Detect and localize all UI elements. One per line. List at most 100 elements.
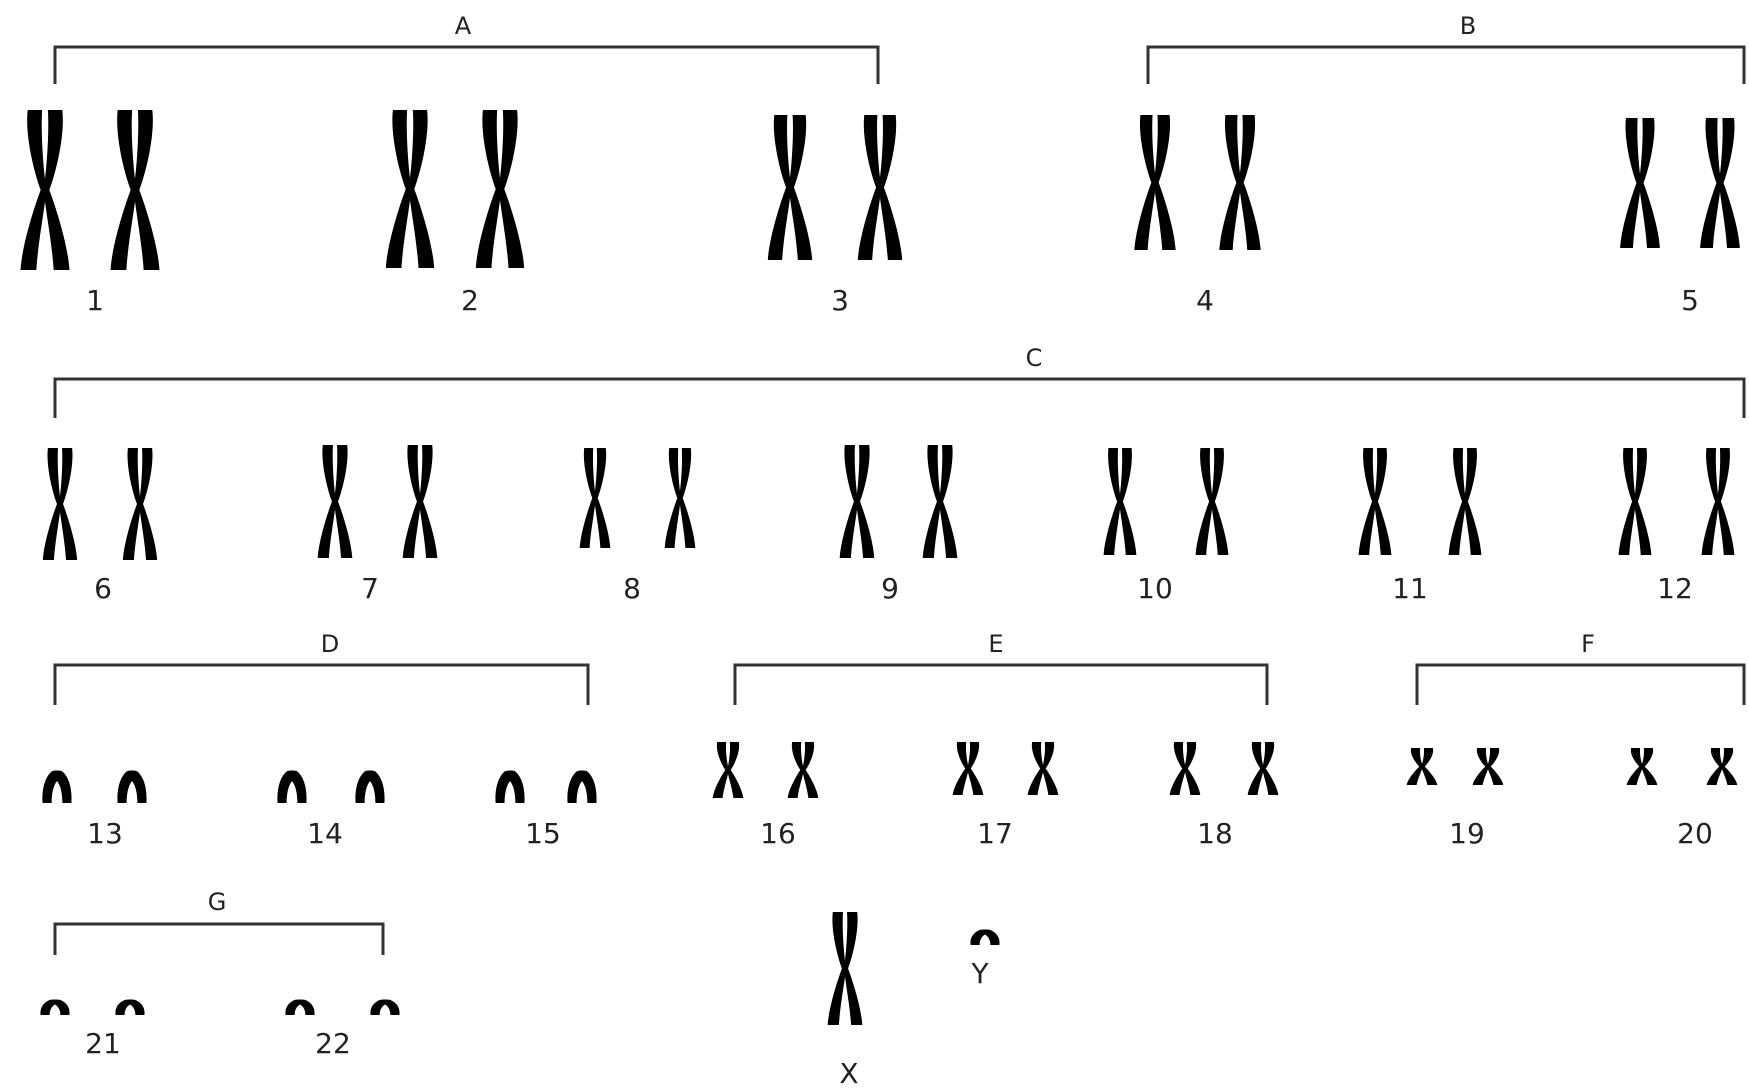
chromosome-13-copy-1 <box>42 770 72 803</box>
group-label-a: A <box>455 12 472 40</box>
chromosome-label-15: 15 <box>525 817 561 850</box>
chromosome-22-copy-2 <box>370 999 400 1015</box>
chromosome-label-11: 11 <box>1392 572 1428 605</box>
group-bracket-c: C <box>53 344 1746 418</box>
chromosome-label-6: 6 <box>94 572 112 605</box>
chromosome-11-copy-1 <box>1358 448 1392 555</box>
chromosome-6-copy-2 <box>122 448 158 560</box>
chromosome-set-19: 19 <box>1406 748 1504 850</box>
chromosome-label-2: 2 <box>461 284 479 317</box>
chromosome-label-4: 4 <box>1196 284 1214 317</box>
chromosome-label-16: 16 <box>760 817 796 850</box>
chromosome-set-2: 2 <box>385 110 525 317</box>
chromosome-set-18: 18 <box>1169 742 1279 850</box>
chromosome-set-22: 22 <box>285 999 400 1060</box>
chromosome-y-copy-1 <box>970 929 1000 945</box>
group-label-c: C <box>1026 344 1043 372</box>
chromosome-label-14: 14 <box>307 817 343 850</box>
group-bracket-f: F <box>1415 630 1746 705</box>
chromosome-3-copy-2 <box>857 115 903 260</box>
chromosome-18-copy-1 <box>1169 742 1201 795</box>
chromosome-label-x: X <box>839 1057 858 1089</box>
chromosome-2-copy-2 <box>475 110 525 268</box>
chromosome-16-copy-1 <box>712 742 744 798</box>
chromosome-10-copy-1 <box>1103 448 1137 555</box>
chromosome-x-copy-1 <box>827 912 863 1025</box>
chromosome-7-copy-1 <box>317 445 353 558</box>
group-bracket-d: D <box>53 630 590 705</box>
chromosome-17-copy-2 <box>1027 742 1059 795</box>
chromosome-set-7: 7 <box>317 445 438 605</box>
chromosome-set-5: 5 <box>1620 118 1740 317</box>
chromosome-5-copy-2 <box>1700 118 1740 248</box>
chromosome-set-4: 4 <box>1134 115 1261 317</box>
chromosome-set-15: 15 <box>495 770 597 850</box>
chromosome-19-copy-1 <box>1406 748 1438 785</box>
chromosome-set-9: 9 <box>839 445 958 605</box>
chromosome-19-copy-2 <box>1472 748 1504 785</box>
chromosome-8-copy-1 <box>579 448 611 548</box>
chromosome-9-copy-2 <box>922 445 958 558</box>
chromosome-set-12: 12 <box>1618 448 1735 605</box>
chromosome-set-1: 1 <box>20 110 160 317</box>
chromosome-set-3: 3 <box>767 115 903 317</box>
chromosome-12-copy-1 <box>1618 448 1652 555</box>
chromosome-label-9: 9 <box>881 572 899 605</box>
chromosome-14-copy-1 <box>277 770 307 803</box>
chromosome-label-8: 8 <box>623 572 641 605</box>
group-label-d: D <box>321 630 339 658</box>
chromosome-label-12: 12 <box>1657 572 1693 605</box>
chromosome-15-copy-2 <box>567 770 597 803</box>
chromosome-9-copy-1 <box>839 445 875 558</box>
chromosome-16-copy-2 <box>787 742 819 798</box>
chromosome-6-copy-1 <box>42 448 78 560</box>
chromosome-set-x: X <box>827 912 863 1089</box>
chromosome-label-5: 5 <box>1681 284 1699 317</box>
chromosome-label-3: 3 <box>831 284 849 317</box>
group-label-b: B <box>1460 12 1476 40</box>
chromosome-label-10: 10 <box>1137 572 1173 605</box>
chromosome-label-22: 22 <box>315 1027 351 1060</box>
group-bracket-b: B <box>1146 12 1746 84</box>
chromosome-label-7: 7 <box>361 572 379 605</box>
chromosome-label-1: 1 <box>86 284 104 317</box>
chromosome-set-13: 13 <box>42 770 147 850</box>
chromosome-label-13: 13 <box>87 817 123 850</box>
chromosome-4-copy-1 <box>1134 115 1176 250</box>
chromosome-label-20: 20 <box>1677 817 1713 850</box>
chromosome-set-y: Y <box>970 929 1000 990</box>
chromosome-set-10: 10 <box>1103 448 1229 605</box>
group-label-g: G <box>208 888 227 916</box>
chromosome-22-copy-1 <box>285 999 315 1015</box>
chromosome-3-copy-1 <box>767 115 813 260</box>
chromosome-set-14: 14 <box>277 770 385 850</box>
group-label-e: E <box>988 630 1003 658</box>
group-bracket-a: A <box>53 12 880 84</box>
chromosome-label-19: 19 <box>1449 817 1485 850</box>
group-bracket-e: E <box>733 630 1269 705</box>
chromosome-13-copy-2 <box>117 770 147 803</box>
chromosome-set-20: 20 <box>1626 748 1738 850</box>
chromosome-20-copy-1 <box>1626 748 1658 785</box>
chromosome-label-21: 21 <box>85 1027 121 1060</box>
group-bracket-g: G <box>53 888 385 955</box>
chromosome-11-copy-2 <box>1448 448 1482 555</box>
chromosome-label-y: Y <box>970 957 989 990</box>
chromosome-set-21: 21 <box>40 999 145 1060</box>
chromosome-label-18: 18 <box>1197 817 1233 850</box>
chromosome-set-11: 11 <box>1358 448 1482 605</box>
chromosome-12-copy-2 <box>1701 448 1735 555</box>
chromosome-set-8: 8 <box>579 448 696 605</box>
chromosome-20-copy-2 <box>1706 748 1738 785</box>
chromosome-18-copy-2 <box>1247 742 1279 795</box>
chromosome-21-copy-1 <box>40 999 70 1015</box>
chromosome-label-17: 17 <box>977 817 1013 850</box>
group-label-f: F <box>1581 630 1595 658</box>
chromosome-5-copy-1 <box>1620 118 1660 248</box>
chromosome-7-copy-2 <box>402 445 438 558</box>
chromosome-15-copy-1 <box>495 770 525 803</box>
chromosome-10-copy-2 <box>1195 448 1229 555</box>
chromosome-set-16: 16 <box>712 742 819 850</box>
chromosome-1-copy-2 <box>110 110 160 270</box>
